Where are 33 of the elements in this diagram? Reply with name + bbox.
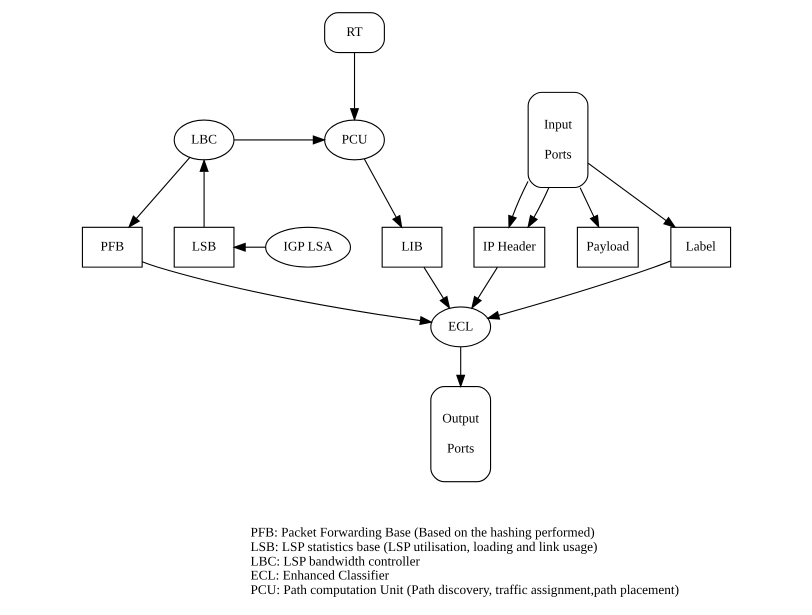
node-box: Input Ports <box>527 92 588 188</box>
arrow <box>579 188 599 228</box>
node-ellipse: PCU <box>324 119 384 160</box>
node-ellipse: IGP LSA <box>264 226 350 268</box>
arrow <box>363 158 402 229</box>
node-box: LSB <box>173 226 234 268</box>
arrow <box>232 242 266 252</box>
node-box: RT <box>324 12 384 54</box>
arrow <box>423 267 450 310</box>
label: LBC: LSP bandwidth controller <box>250 553 420 568</box>
label: PCU: Path computation Unit (Path discovery, traffic assignment,path placement) <box>250 582 679 598</box>
arrow <box>470 267 498 310</box>
arrow <box>234 135 326 145</box>
node-box: LIB <box>381 226 442 268</box>
label: ECL: Enhanced Classifier <box>250 568 389 583</box>
arrow <box>456 347 465 388</box>
node-ellipse: LBC <box>173 119 234 160</box>
arrow <box>142 261 433 326</box>
arrow <box>127 157 190 228</box>
arrow <box>198 158 208 227</box>
arrow <box>526 188 549 228</box>
node-box: Label <box>670 226 731 268</box>
node-box: IP Header <box>472 226 545 268</box>
arrow <box>486 260 670 320</box>
label: PFB: Packet Forwarding Base (Based on the hashing performed) <box>250 524 594 540</box>
arrow <box>508 181 528 229</box>
node-box: Payload <box>576 226 638 268</box>
arrow <box>349 53 359 122</box>
label: LSB: LSP statistics base (LSP utilisation, loading and link usage) <box>250 538 597 554</box>
arrow <box>587 162 676 228</box>
node-ellipse: ECL <box>430 306 491 348</box>
node-box: Output Ports <box>430 386 491 482</box>
node-box: PFB <box>81 226 142 268</box>
